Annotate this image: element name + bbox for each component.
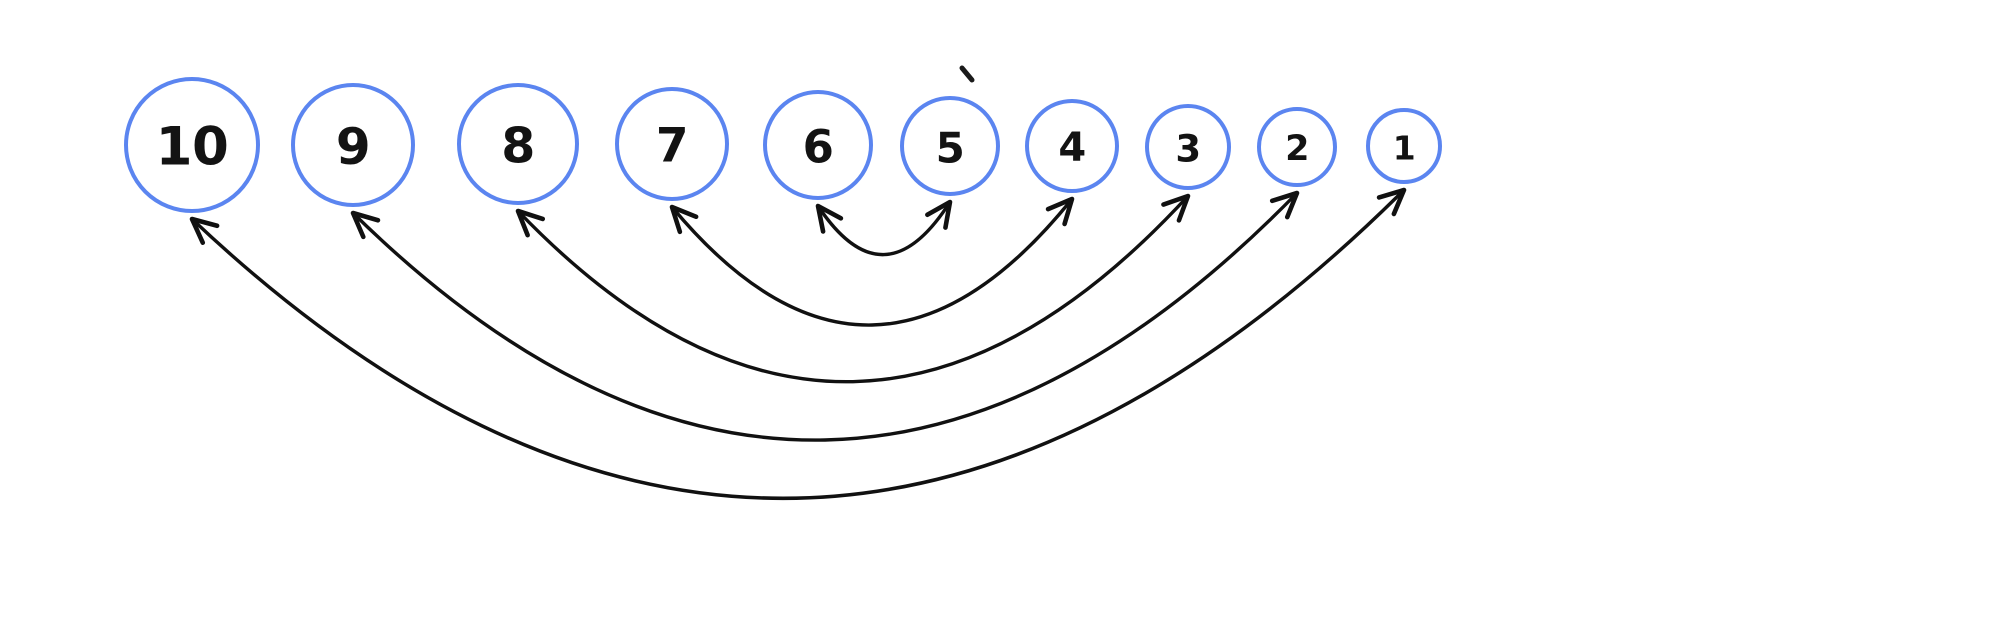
arc-7-to-4: [669, 196, 1075, 327]
node-6[interactable]: 6: [763, 90, 873, 200]
arrowhead-icon: [1045, 196, 1075, 227]
node-label-2: 2: [1285, 129, 1309, 169]
node-label-1: 1: [1393, 129, 1415, 168]
node-8[interactable]: 8: [457, 83, 579, 205]
arrowhead-icon: [1269, 190, 1300, 220]
node-label-7: 7: [656, 119, 688, 174]
arrowhead-icon: [669, 204, 699, 235]
node-circle-3[interactable]: [1145, 104, 1231, 190]
arc-6-to-5: [815, 199, 953, 257]
node-2[interactable]: 2: [1257, 107, 1337, 187]
arc-path: [516, 194, 1190, 384]
node-1[interactable]: 1: [1366, 108, 1442, 184]
annotation-layer: [959, 65, 975, 83]
node-label-6: 6: [803, 121, 834, 174]
arc-8-to-3: [515, 193, 1191, 384]
node-3[interactable]: 3: [1145, 104, 1231, 190]
node-label-8: 8: [501, 118, 535, 175]
arrowhead-icon: [189, 216, 220, 245]
node-5[interactable]: 5: [900, 96, 1000, 196]
stray-pen-mark: [959, 65, 975, 83]
node-label-5: 5: [936, 124, 965, 173]
node-4[interactable]: 4: [1025, 99, 1119, 193]
node-circle-10[interactable]: [124, 77, 260, 213]
arc-layer: [189, 187, 1407, 500]
node-label-10: 10: [156, 117, 229, 178]
node-circle-6[interactable]: [763, 90, 873, 200]
arc-path: [351, 191, 1299, 442]
arrowhead-icon: [925, 199, 953, 230]
arrowhead-icon: [1376, 187, 1407, 217]
node-circle-2[interactable]: [1257, 107, 1337, 187]
node-label-4: 4: [1058, 125, 1085, 171]
node-layer: 10 9 8 7 6 5 4 3 2 1: [124, 77, 1442, 213]
arrowhead-icon: [515, 208, 546, 238]
node-circle-8[interactable]: [457, 83, 579, 205]
arrowhead-icon: [1161, 193, 1191, 223]
node-circle-9[interactable]: [291, 83, 415, 207]
node-circle-1[interactable]: [1366, 108, 1442, 184]
node-circle-4[interactable]: [1025, 99, 1119, 193]
node-circle-7[interactable]: [615, 87, 729, 201]
node-label-3: 3: [1175, 128, 1200, 171]
arc-path: [670, 197, 1074, 327]
arrowhead-icon: [815, 203, 844, 234]
node-10[interactable]: 10: [124, 77, 260, 213]
arrowhead-icon: [350, 210, 381, 240]
node-circle-5[interactable]: [900, 96, 1000, 196]
node-label-9: 9: [336, 118, 370, 176]
arc-path: [190, 188, 1406, 500]
node-7[interactable]: 7: [615, 87, 729, 201]
arc-path: [816, 200, 952, 257]
node-9[interactable]: 9: [291, 83, 415, 207]
arc-10-to-1: [189, 187, 1407, 500]
arc-9-to-2: [350, 190, 1300, 442]
